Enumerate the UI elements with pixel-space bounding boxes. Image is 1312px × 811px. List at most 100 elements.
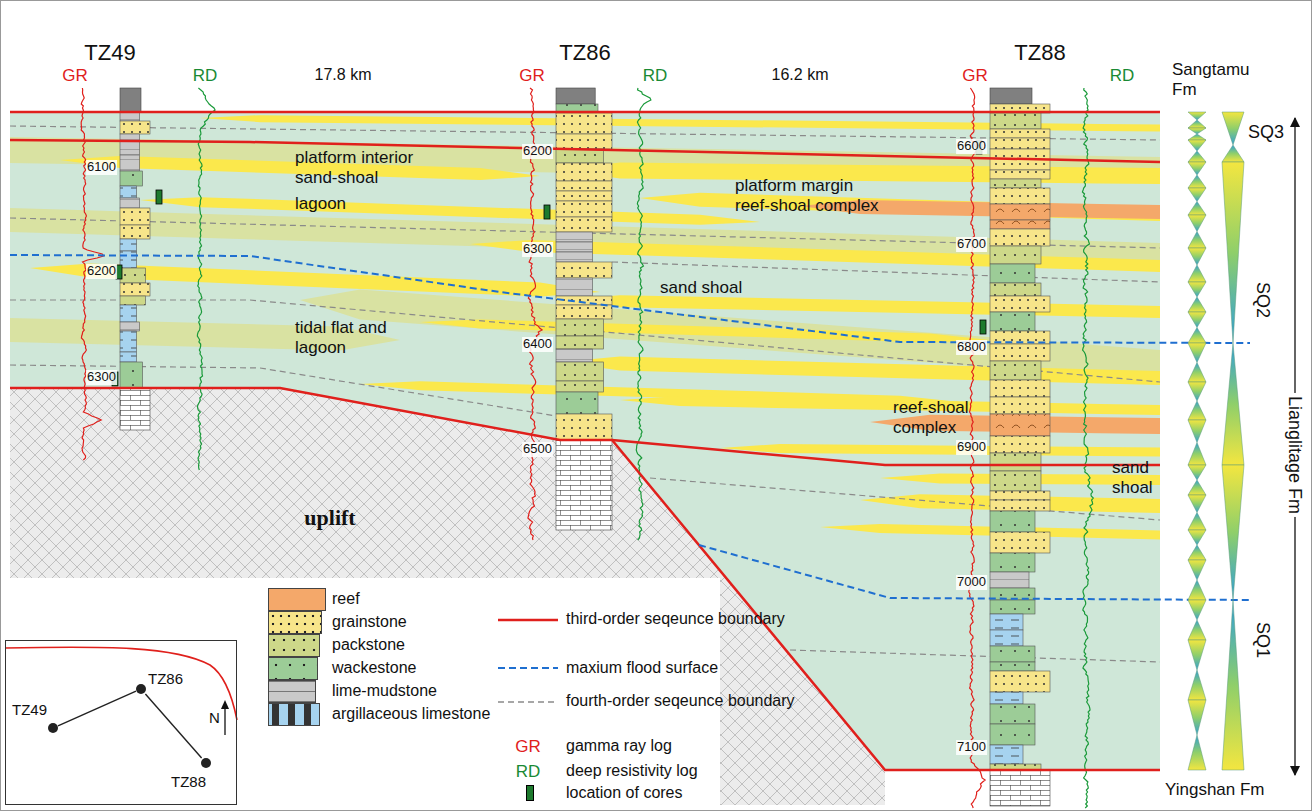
- depth-label: 6300: [522, 242, 553, 257]
- core-swatch: [526, 785, 534, 801]
- legend-text: third-order seqeunce boundary: [566, 610, 708, 628]
- lithology-bed: [120, 171, 143, 186]
- lithology-bed: [990, 129, 1050, 138]
- lithology-bed: [990, 646, 1035, 662]
- lithology-swatch: [268, 634, 320, 657]
- yingshan-limestone: [120, 388, 150, 430]
- lithology-bed: [120, 198, 140, 208]
- sand-shoal-lens: [560, 357, 1160, 385]
- lithology-bed: [990, 380, 1050, 397]
- regressive-triangle: [1188, 162, 1206, 175]
- sand-shoal-lens: [640, 193, 1160, 221]
- depth-label: 6200: [86, 264, 117, 279]
- sangtamu-cap: [556, 88, 595, 104]
- transgressive-triangle: [1188, 265, 1206, 282]
- distance-label: 17.8 km: [315, 66, 372, 84]
- transgressive-triangle: [1188, 120, 1206, 128]
- transgressive-triangle: [1188, 620, 1206, 640]
- lithology-bed: [556, 252, 592, 262]
- transgressive-triangle: [1188, 363, 1206, 383]
- lithology-column: [120, 88, 150, 430]
- legend-text: reef: [332, 590, 360, 608]
- lithology-swatch: [268, 703, 320, 726]
- lithology-bed: [990, 453, 1041, 471]
- lithology-bed: [990, 671, 1050, 692]
- regressive-triangle: [1188, 640, 1206, 670]
- lithology-bed: [120, 268, 146, 283]
- well-name: TZ49: [84, 40, 135, 65]
- depth-label: 6400: [522, 337, 553, 352]
- line-sample: [496, 615, 560, 625]
- lithology-bed: [556, 217, 612, 232]
- transgressive-triangle: [1188, 480, 1206, 495]
- lithology-bed: [556, 296, 612, 305]
- lithology-bed: [990, 414, 1050, 436]
- log-name: RD: [1110, 66, 1135, 86]
- third-order-boundary: [612, 440, 1160, 465]
- platform-margin-line: [5, 647, 237, 720]
- lithology-bed: [990, 204, 1050, 220]
- lithology-bed: [556, 262, 612, 278]
- transgressive-triangle: [1188, 134, 1206, 140]
- third-order-boundary: [10, 111, 1160, 114]
- lithology-bed: [556, 149, 604, 163]
- lithology-bed: [990, 491, 1050, 500]
- regressive-triangle: [1188, 312, 1206, 328]
- line-sample-stroke: [498, 619, 558, 622]
- lithology-bed: [556, 278, 592, 296]
- sand-shoal-lens: [720, 444, 1160, 456]
- formation-name: Lianglitage Fm: [1285, 393, 1306, 517]
- depth-label: 6200: [522, 144, 553, 159]
- third-order-boundary: [10, 140, 1160, 162]
- lithology-bed: [990, 532, 1050, 553]
- lithology-bed: [990, 296, 1050, 312]
- section-ground: [10, 112, 1160, 770]
- well-location: TZ88: [201, 758, 211, 768]
- lithology-bed: [990, 283, 1041, 296]
- transgressive-triangle: [1188, 513, 1206, 531]
- lithology-bed: [990, 264, 1035, 283]
- regressive-triangle: [1188, 700, 1206, 735]
- lithology-bed: [990, 724, 1035, 745]
- transgressive-triangle: [1188, 735, 1206, 770]
- lithology-bed: [990, 179, 1041, 188]
- well-location: TZ86: [136, 684, 146, 694]
- north-arrow-head: [221, 700, 229, 709]
- lithology-bed: [120, 362, 143, 388]
- lithology-bed: [990, 361, 1041, 380]
- regressive-triangle: [1188, 530, 1206, 545]
- sequence-label: SQ2: [1253, 282, 1274, 318]
- lithology-bed: [990, 170, 1050, 179]
- lithology-bed: [120, 186, 137, 198]
- legend-text: argillaceous limestone: [332, 705, 442, 723]
- facies-label: lagoon: [295, 194, 346, 214]
- lithology-bed: [990, 662, 1035, 671]
- transgressive-triangle: [1188, 232, 1206, 249]
- regressive-triangle: [1222, 162, 1244, 343]
- lithology-swatch: [268, 657, 318, 680]
- lithology-bed: [990, 113, 1041, 129]
- lithology-bed: [990, 344, 1050, 361]
- facies-label: sand shoal: [1112, 458, 1162, 497]
- lithology-bed: [990, 511, 1035, 532]
- regressive-triangle: [1188, 282, 1206, 297]
- lithology-bed: [120, 225, 150, 239]
- line-sample-stroke: [498, 701, 558, 703]
- depth-label: 6800: [956, 340, 987, 355]
- legend-text: grainstone: [332, 613, 407, 631]
- lithology-bed: [556, 201, 612, 217]
- distance-label: 16.2 km: [772, 66, 829, 84]
- sand-shoal-lens: [620, 396, 1160, 415]
- sequence-label: SQ1: [1253, 622, 1274, 658]
- sequence-label: SQ3: [1248, 122, 1284, 143]
- fourth-order-boundary: [10, 300, 1160, 382]
- lithology-swatch: [268, 680, 316, 703]
- transgressive-triangle: [1188, 401, 1206, 420]
- regressive-triangle: [1222, 112, 1244, 145]
- legend-text: gamma ray log: [566, 737, 672, 755]
- lithology-bed: [120, 112, 140, 121]
- regressive-triangle: [1188, 140, 1206, 151]
- line-sample: [496, 663, 560, 673]
